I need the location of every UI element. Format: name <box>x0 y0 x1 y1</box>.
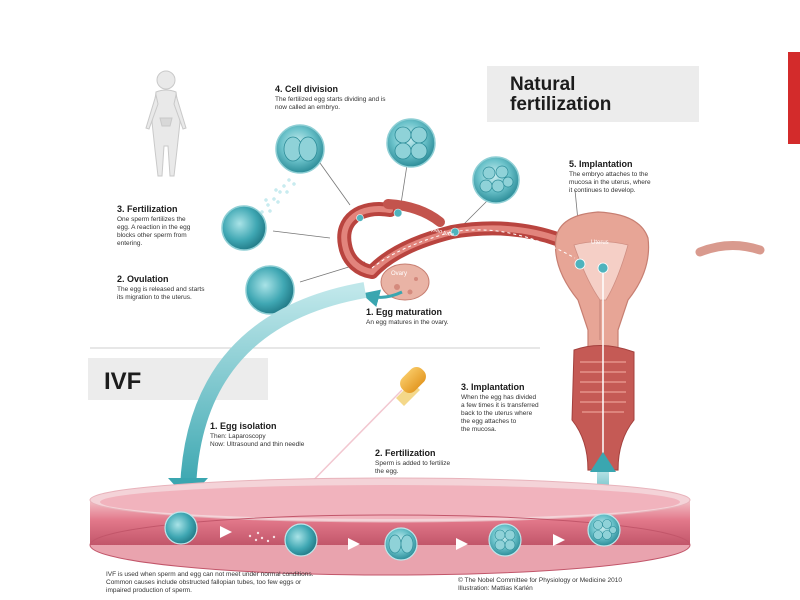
ivf-egg-isolation-title: 1. Egg isolation <box>210 421 277 431</box>
cell-division-desc-1: The fertilized egg starts dividing and i… <box>275 96 386 103</box>
ovary-label: Ovary <box>391 271 407 277</box>
natural-title-line2: fertilization <box>510 94 611 115</box>
red-accent-stripe <box>788 52 800 144</box>
natural-title-box <box>487 66 699 122</box>
ovulated-egg-cell <box>245 265 295 315</box>
dish-step-arrow-3 <box>456 538 468 550</box>
ovulation-desc-1: The egg is released and starts <box>117 286 205 293</box>
dish-embryo-four <box>488 523 522 557</box>
dish-step-arrow-1 <box>220 526 232 538</box>
footer-credit-2: Illustration: Mattias Karlén <box>458 585 533 592</box>
fertilization-desc-2: egg. A reaction in the egg <box>117 224 191 231</box>
cell-multi-stage <box>472 156 520 204</box>
ivf-implantation-desc-1: When the egg has divided <box>461 394 537 401</box>
reproductive-anatomy <box>337 199 765 471</box>
dish-step-arrow-2 <box>348 538 360 550</box>
transfer-arrowhead <box>590 452 616 472</box>
footer-note-3: impaired production of sperm. <box>106 587 192 594</box>
ivf-implantation-desc-3: back to the uterus where <box>461 410 533 417</box>
ivf-implantation-desc-2: a few times it is transferred <box>461 402 539 409</box>
dish-embryo-multi <box>587 513 621 547</box>
ivf-implantation-title: 3. Implantation <box>461 382 525 392</box>
cell-division-title: 4. Cell division <box>275 84 339 94</box>
human-figure <box>145 70 187 177</box>
uterus-label: Uterus <box>591 240 609 246</box>
fertilization-desc-3: blocks other sperm from <box>117 232 187 239</box>
cell-division-desc-2: now called an embryo. <box>275 104 341 111</box>
egg-maturation-title: 1. Egg maturation <box>366 307 443 317</box>
connector-lines <box>272 162 583 283</box>
dish-sperm-cluster <box>248 531 276 543</box>
fertilized-egg-cell <box>221 178 296 251</box>
fertilization-desc-1: One sperm fertilizes the <box>117 216 186 223</box>
ivf-fertilization-desc-2: the egg. <box>375 468 399 475</box>
ovulation-title: 2. Ovulation <box>117 274 169 284</box>
ivf-fertilization-desc-1: Sperm is added to fertilize <box>375 460 451 467</box>
ivf-title: IVF <box>104 368 141 395</box>
implantation-title: 5. Implantation <box>569 159 633 169</box>
egg-isolation-arrow <box>180 282 367 489</box>
dish-embryo-two <box>384 527 418 561</box>
fertilization-desc-4: entering. <box>117 240 143 247</box>
implantation-desc-3: it continues to develop. <box>569 187 636 194</box>
footer-credit-1: © The Nobel Committee for Physiology or … <box>458 577 622 584</box>
ivf-fertilization-title: 2. Fertilization <box>375 448 436 458</box>
ivf-implantation-desc-4: the egg attaches to <box>461 418 517 425</box>
ivf-implantation-desc-5: the mucosa. <box>461 426 497 433</box>
ivf-egg-isolation-desc-1: Then: Laparoscopy <box>210 433 266 440</box>
side-accent-bar <box>788 0 800 600</box>
dish-egg-2 <box>284 523 318 557</box>
implantation-desc-1: The embryo attaches to the <box>569 171 649 178</box>
natural-title-line1: Natural <box>510 74 575 95</box>
cell-four-stage <box>386 118 436 168</box>
implantation-desc-2: mucosa in the uterus, where <box>569 179 651 186</box>
dish-egg-1 <box>164 511 198 545</box>
fertilization-title: 3. Fertilization <box>117 204 178 214</box>
ivf-title-box <box>88 358 268 400</box>
dish-step-arrow-4 <box>553 534 565 546</box>
egg-maturation-desc-1: An egg matures in the ovary. <box>366 319 449 326</box>
cell-two-stage <box>275 124 325 174</box>
footer-note-2: Common causes include obstructed fallopi… <box>106 579 302 586</box>
ivf-egg-isolation-desc-2: Now: Ultrasound and thin needle <box>210 441 305 448</box>
ovulation-desc-2: its migration to the uterus. <box>117 294 192 301</box>
footer-note-1: IVF is used when sperm and egg can not m… <box>106 571 314 578</box>
